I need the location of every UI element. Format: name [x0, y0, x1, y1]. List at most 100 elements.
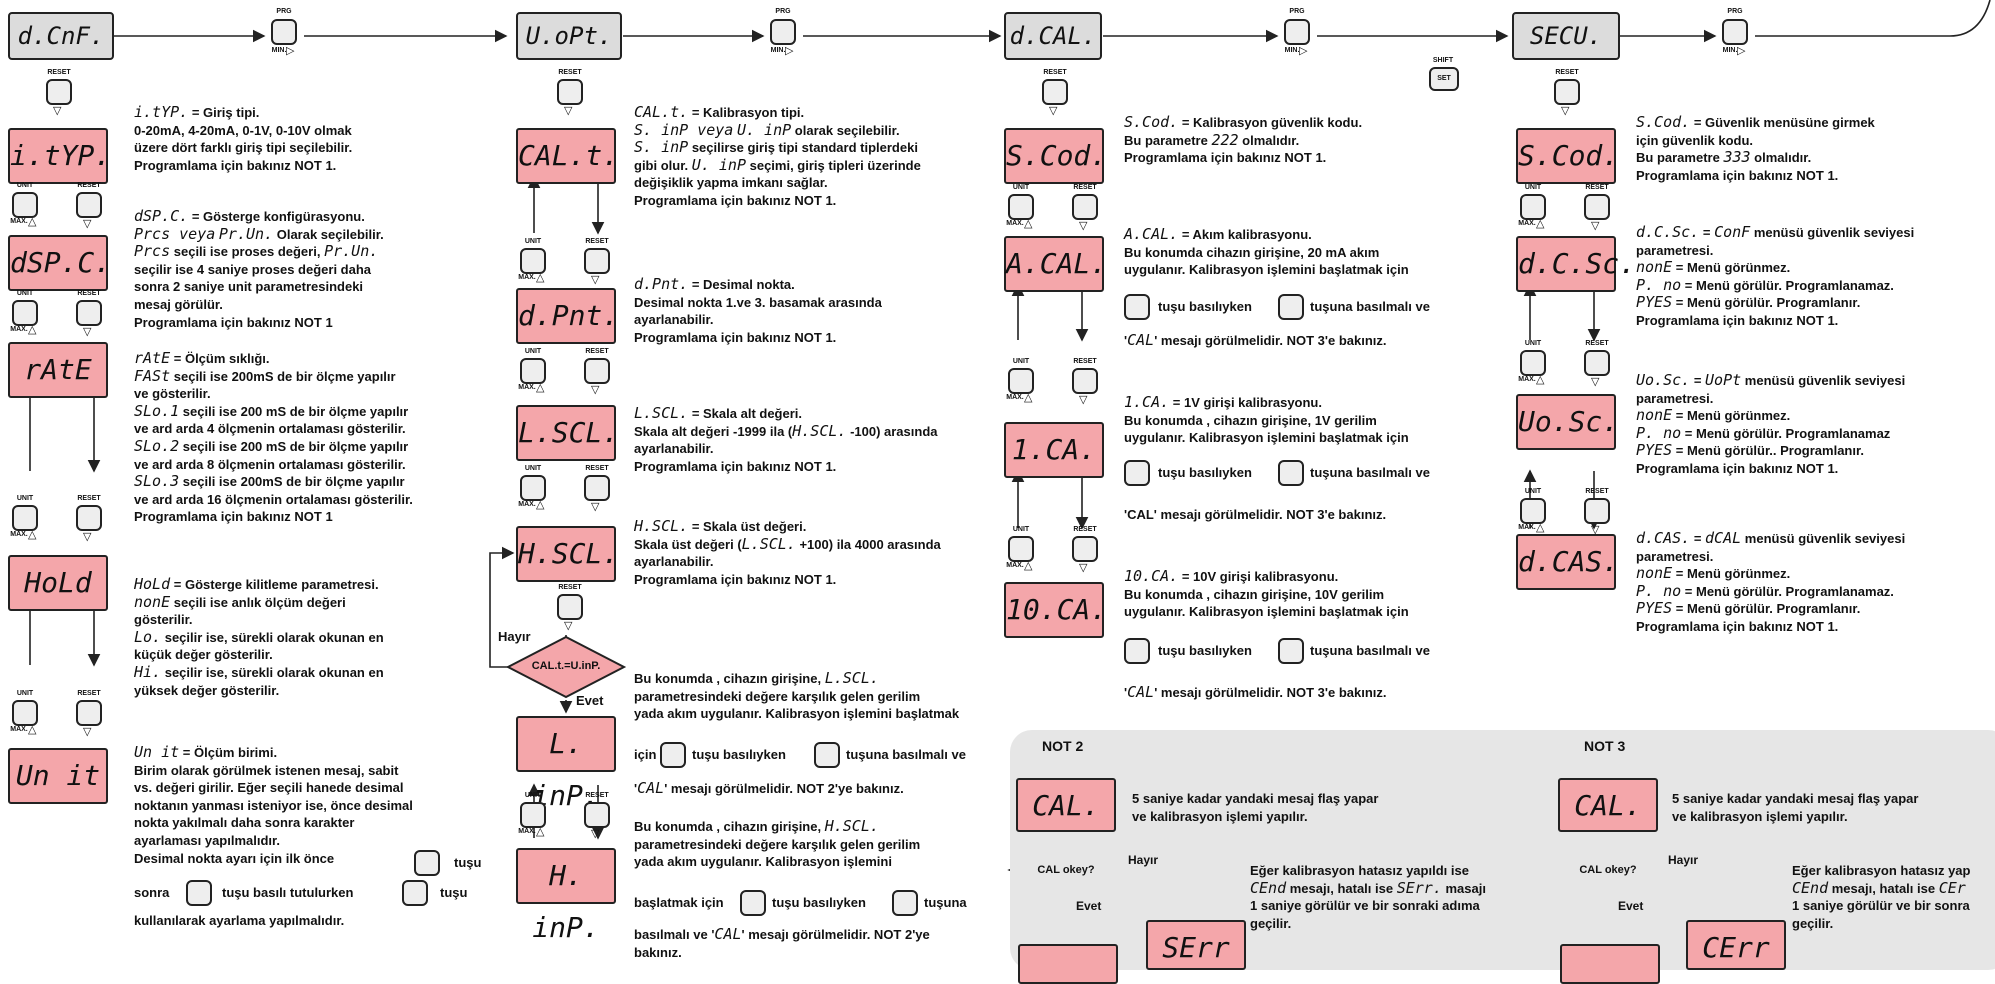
reset-label: RESET: [1043, 69, 1067, 76]
10ca-press: tuşuna basılmalı ve: [1310, 643, 1430, 658]
unit-key[interactable]: [1008, 194, 1034, 220]
param-linp: L. inP.: [516, 716, 616, 812]
unit-key[interactable]: [1008, 536, 1034, 562]
10ca-pressed: tuşu basılıyken: [1158, 643, 1252, 658]
unit-key[interactable]: [12, 192, 38, 218]
reset-key[interactable]: [1072, 368, 1098, 394]
reset-key[interactable]: [46, 79, 72, 105]
unit-label: UNIT: [524, 792, 542, 799]
unit-key[interactable]: [1278, 638, 1304, 664]
reset-key[interactable]: [1554, 79, 1580, 105]
dcsc-desc: d.C.Sc. = ConF menüsü güvenlik seviyesi …: [1636, 223, 1915, 328]
max-label: MAX.: [518, 828, 536, 835]
unit-key[interactable]: [1520, 498, 1546, 524]
reset-key[interactable]: [584, 248, 610, 274]
reset-label: RESET: [585, 238, 609, 245]
reset-key[interactable]: [76, 192, 102, 218]
acal-pressed: tuşu basılıyken: [1158, 299, 1252, 314]
triangle-up-icon: △: [1024, 392, 1033, 404]
reset-key[interactable]: [584, 802, 610, 828]
triangle-up-icon: △: [1536, 374, 1545, 386]
reset-key[interactable]: [584, 475, 610, 501]
reset-key[interactable]: [402, 880, 428, 906]
reset-key[interactable]: [76, 700, 102, 726]
unit-key[interactable]: [892, 890, 918, 916]
reset-key[interactable]: [557, 594, 583, 620]
prg-label: PRG: [775, 8, 791, 15]
max-label: MAX.: [1518, 220, 1536, 227]
unit-key[interactable]: [186, 880, 212, 906]
shift-key[interactable]: [740, 890, 766, 916]
triangle-up-icon: △: [1536, 218, 1545, 230]
note2-title: NOT 2: [1042, 738, 1084, 754]
uosc-desc: Uo.Sc. = UoPt menüsü güvenlik seviyesi p…: [1636, 371, 1906, 476]
unit-key[interactable]: [520, 475, 546, 501]
max-label: MAX.: [518, 274, 536, 281]
linp-end: 'CAL' mesajı görülmelidir. NOT 2'ye bakı…: [634, 779, 904, 797]
unit-key[interactable]: [1008, 368, 1034, 394]
unit-key[interactable]: [1520, 194, 1546, 220]
prg-key[interactable]: [271, 19, 297, 45]
decision-no-label: Hayır: [498, 629, 531, 644]
lscl-desc: L.SCL. = Skala alt değeri. Skala alt değ…: [634, 404, 938, 474]
prg-key[interactable]: [1722, 19, 1748, 45]
triangle-down-icon: ▽: [83, 531, 92, 543]
prg-label: PRG: [1289, 8, 1305, 15]
prg-key[interactable]: [1284, 19, 1310, 45]
reset-label: RESET: [585, 792, 609, 799]
prg-key[interactable]: [770, 19, 796, 45]
unit-key[interactable]: [520, 248, 546, 274]
shift-key[interactable]: [1124, 638, 1150, 664]
hinp-desc: Bu konumda , cihazın girişine, H.SCL. pa…: [634, 817, 921, 870]
reset-key[interactable]: [1584, 350, 1610, 376]
ityp-desc: i.tYP. = Giriş tipi. 0-20mA, 4-20mA, 0-1…: [134, 103, 353, 173]
max-label: MAX.: [518, 501, 536, 508]
triangle-down-icon: ▽: [591, 274, 600, 286]
dpnt-desc: d.Pnt. = Desimal nokta. Desimal nokta 1.…: [634, 275, 882, 345]
shift-key[interactable]: [660, 742, 686, 768]
reset-key[interactable]: [1072, 194, 1098, 220]
param-dcas: d.CAS.: [1516, 534, 1619, 590]
triangle-up-icon: △: [1024, 218, 1033, 230]
reset-key[interactable]: [1584, 498, 1610, 524]
unit-key[interactable]: [1520, 350, 1546, 376]
note3-no: Hayır: [1668, 853, 1699, 867]
max-label: MAX.: [1518, 524, 1536, 531]
note2-yes: Evet: [1076, 899, 1102, 913]
reset-key[interactable]: [76, 300, 102, 326]
unit-key[interactable]: [12, 300, 38, 326]
unit-key[interactable]: [1278, 460, 1304, 486]
unit-label: UNIT: [524, 348, 542, 355]
triangle-down-icon: ▽: [591, 501, 600, 513]
reset-label: RESET: [1555, 69, 1579, 76]
shift-key[interactable]: [414, 850, 440, 876]
unit-label: UNIT: [1524, 340, 1542, 347]
reset-key[interactable]: [1072, 536, 1098, 562]
unit-key[interactable]: [12, 505, 38, 531]
shift-key[interactable]: [1124, 460, 1150, 486]
reset-key[interactable]: [1584, 194, 1610, 220]
unit-key[interactable]: [520, 358, 546, 384]
param-hinp: H. inP.: [516, 848, 616, 944]
shift-key[interactable]: [1124, 294, 1150, 320]
unit-label: UNIT: [1524, 488, 1542, 495]
triangle-up-icon: △: [536, 826, 545, 838]
max-label: MAX.: [1518, 376, 1536, 383]
reset-key[interactable]: [76, 505, 102, 531]
unit-key[interactable]: [12, 700, 38, 726]
triangle-up-icon: △: [28, 529, 37, 541]
acal-end: 'CAL' mesajı görülmelidir. NOT 3'e bakın…: [1124, 331, 1387, 349]
unit-key[interactable]: [520, 802, 546, 828]
reset-key[interactable]: [1042, 79, 1068, 105]
unit-label: UNIT: [1524, 184, 1542, 191]
reset-key[interactable]: [557, 79, 583, 105]
reset-label: RESET: [77, 290, 101, 297]
reset-key[interactable]: [584, 358, 610, 384]
unit-label: UNIT: [16, 290, 34, 297]
menu-uopt: U.oPt.: [516, 12, 622, 60]
triangle-down-icon: ▽: [591, 384, 600, 396]
unit-key[interactable]: [1278, 294, 1304, 320]
set-key[interactable]: SET: [1429, 67, 1459, 91]
unit-key[interactable]: [814, 742, 840, 768]
linp-desc: Bu konumda , cihazın girişine, L.SCL. pa…: [634, 669, 960, 722]
